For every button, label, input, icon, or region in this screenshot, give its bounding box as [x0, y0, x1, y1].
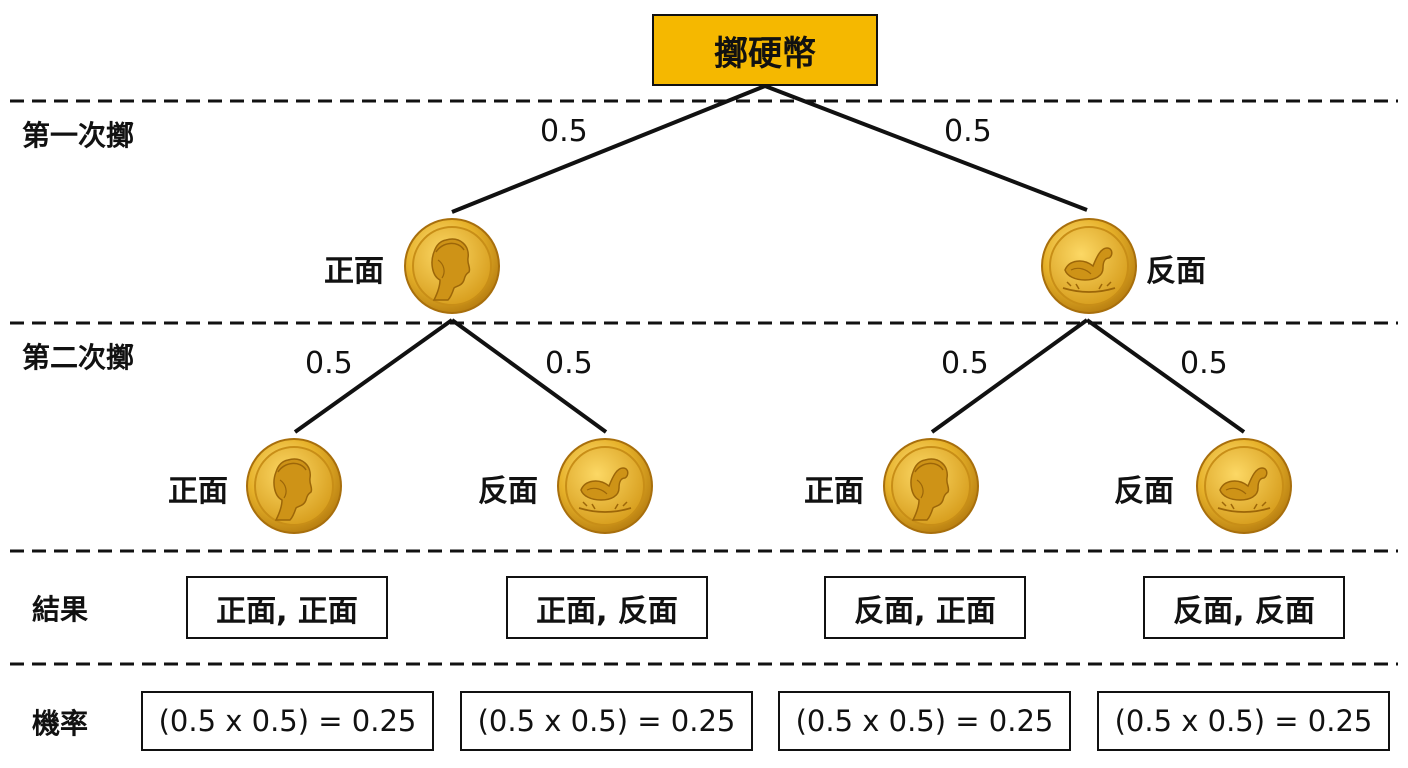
root-node: 擲硬幣 — [652, 14, 878, 86]
branch-right-right — [1085, 318, 1246, 434]
row-label-result: 結果 — [32, 593, 89, 626]
coin-tails-icon — [1196, 438, 1292, 534]
face-label: 正面 — [804, 474, 864, 509]
face-label: 反面 — [478, 474, 538, 509]
branch-prob: 0.5 — [540, 114, 588, 149]
coin-heads-icon — [246, 438, 342, 534]
coin-tails-icon — [1041, 218, 1137, 314]
branch-prob: 0.5 — [545, 346, 593, 381]
probability-box: (0.5 x 0.5) = 0.25 — [1097, 691, 1390, 751]
branch-left-right — [450, 318, 608, 434]
branch-prob: 0.5 — [941, 346, 989, 381]
face-label: 正面 — [324, 254, 384, 289]
coin-heads-icon — [883, 438, 979, 534]
face-label: 反面 — [1114, 474, 1174, 509]
coin-tails-icon — [557, 438, 653, 534]
branch-left-left — [293, 318, 454, 434]
branch-prob: 0.5 — [1180, 346, 1228, 381]
result-box: 反面, 反面 — [1143, 576, 1345, 639]
probability-box: (0.5 x 0.5) = 0.25 — [778, 691, 1071, 751]
branch-root-left — [451, 84, 766, 214]
probability-box: (0.5 x 0.5) = 0.25 — [460, 691, 753, 751]
row-label-first-toss: 第一次擲 — [22, 119, 135, 152]
branch-prob: 0.5 — [305, 346, 353, 381]
result-box: 正面, 反面 — [506, 576, 708, 639]
result-box: 正面, 正面 — [186, 576, 388, 639]
result-box: 反面, 正面 — [824, 576, 1026, 639]
row-label-probability: 機率 — [32, 707, 89, 740]
row-label-second-toss: 第二次擲 — [22, 341, 135, 374]
coin-heads-icon — [404, 218, 500, 314]
branch-right-left — [930, 318, 1089, 434]
branch-root-right — [764, 84, 1088, 212]
branch-prob: 0.5 — [944, 114, 992, 149]
face-label: 正面 — [168, 474, 228, 509]
probability-box: (0.5 x 0.5) = 0.25 — [141, 691, 434, 751]
face-label: 反面 — [1146, 254, 1206, 289]
